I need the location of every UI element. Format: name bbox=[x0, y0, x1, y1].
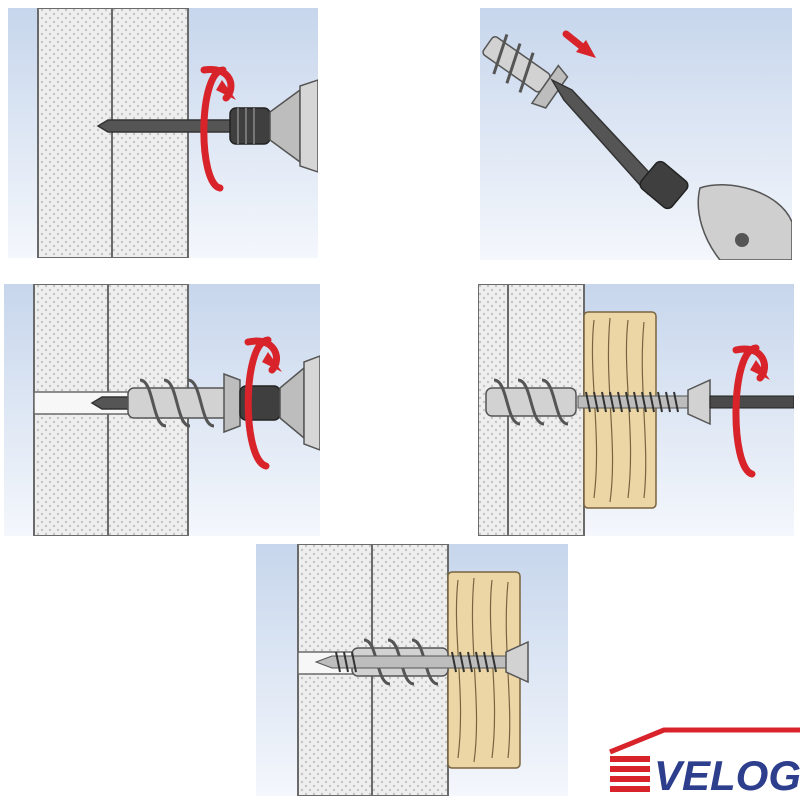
step-5-panel bbox=[256, 544, 568, 796]
wood-screw bbox=[314, 640, 529, 684]
drill-bit bbox=[96, 119, 244, 133]
step-4-panel bbox=[478, 284, 794, 536]
setting-tool bbox=[550, 78, 689, 210]
rotation-arrow-icon bbox=[732, 344, 770, 478]
wall-anchor bbox=[127, 372, 241, 434]
brand-name: VELOG bbox=[654, 752, 800, 799]
wood-screw bbox=[577, 378, 711, 426]
rotation-arrow-icon bbox=[244, 336, 282, 470]
step-2-panel bbox=[480, 8, 792, 260]
step-1-panel bbox=[8, 8, 318, 258]
house-roof-icon bbox=[609, 727, 800, 792]
drill-chuck bbox=[697, 184, 792, 260]
push-arrow-icon bbox=[562, 30, 596, 58]
wall-anchor bbox=[485, 378, 577, 426]
wall-anchor bbox=[482, 33, 569, 109]
rotation-arrow-icon bbox=[200, 66, 236, 192]
plasterboard-left bbox=[37, 8, 113, 258]
screwdriver-bit bbox=[709, 395, 794, 409]
plasterboard-right bbox=[111, 8, 189, 258]
velog-logo: VELOG bbox=[609, 727, 800, 800]
drill-chuck bbox=[229, 79, 318, 173]
step-3-panel bbox=[4, 284, 320, 536]
